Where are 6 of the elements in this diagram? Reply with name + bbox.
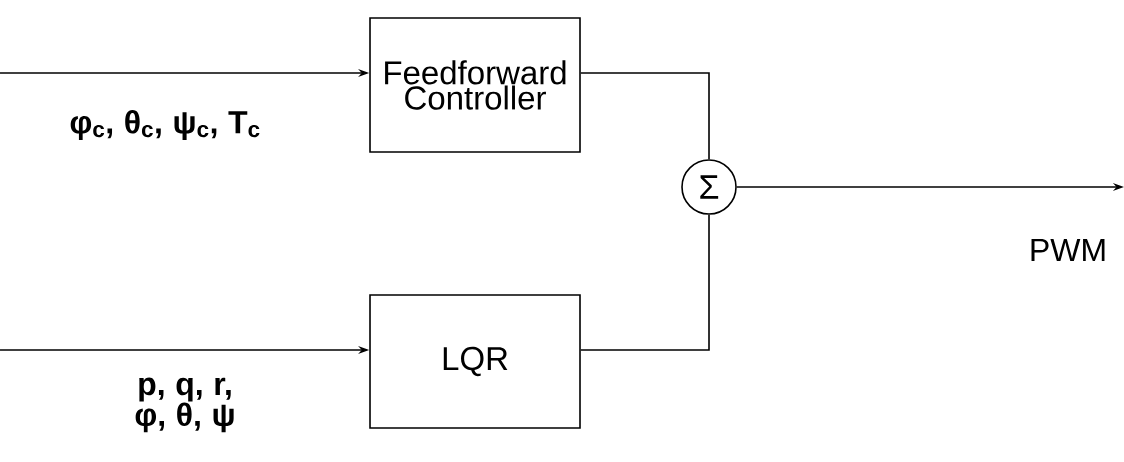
summing-junction: Σ [681, 159, 737, 215]
signal-label: PWM [1031, 239, 1105, 261]
block-box: Feedforward Controller [369, 17, 581, 153]
block-box: LQR [369, 294, 581, 429]
signal-label: p, q, r, φ, θ, ψ [135, 377, 234, 433]
signal-label: φ$_{c}$, θ$_{c}$, ψ$_{c}$, T$_{c}$ [70, 110, 260, 140]
